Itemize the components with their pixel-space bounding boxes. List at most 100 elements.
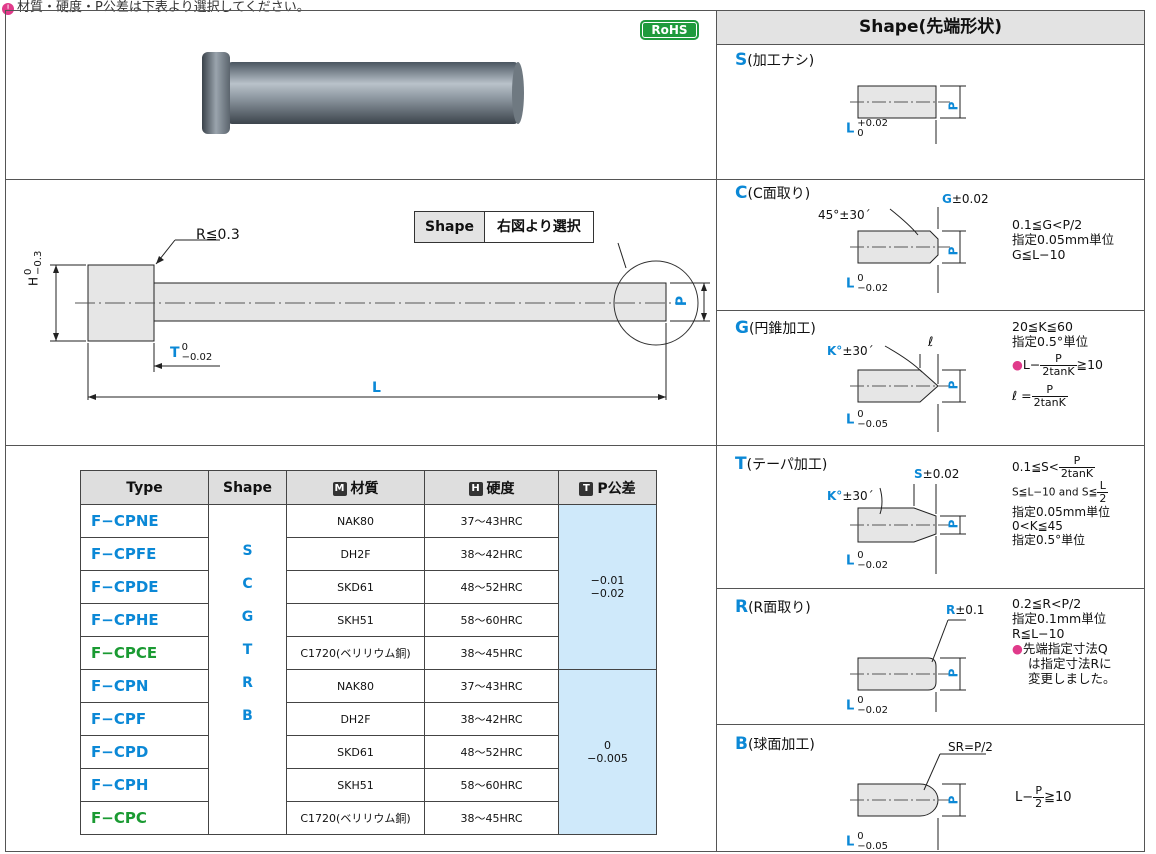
shape-c-l-upper: 0 (857, 273, 864, 284)
shape-g-k: K°±30´ (827, 344, 874, 358)
shape-t-p: P (946, 519, 961, 529)
shape-r-title: R(R面取り) (735, 597, 811, 617)
shape-g-k-label: K° (827, 344, 843, 358)
material-cell: DH2F (286, 702, 425, 736)
shape-t-cond-1-num: P (1073, 454, 1081, 467)
shape-c-title: C(C面取り) (735, 183, 810, 203)
shape-t-letter: T (735, 454, 747, 474)
col-hardness-label: 硬度 (486, 480, 515, 497)
shape-t-cond-2-pre: S≦L−10 and S≦ (1012, 486, 1098, 499)
type-cell: F−CPFE (80, 537, 209, 571)
shape-r-diagram (850, 619, 966, 712)
shape-r-note-3: 変更しました。 (1028, 671, 1116, 686)
p-tolerance-value: −0.005 (587, 752, 628, 765)
shape-r-note-1-text: 先端指定寸法Q (1022, 641, 1108, 656)
shape-t-l-lower: −0.02 (857, 560, 888, 571)
row-divider-1 (5, 179, 1145, 180)
type-cell: F−CPCE (80, 636, 209, 670)
shape-b-cond-den: 2 (1033, 797, 1045, 810)
row-divider-2 (5, 445, 1145, 446)
shape-b-diagram (850, 753, 986, 850)
hardness-cell: 38〜45HRC (424, 801, 559, 835)
hardness-cell: 58〜60HRC (424, 603, 559, 637)
shape-t-name: (テーパ加工) (746, 457, 828, 473)
p-tolerance-value: 0 (604, 739, 611, 752)
col-p-tolerance-label: P公差 (597, 480, 636, 497)
material-cell: SKD61 (286, 570, 425, 604)
shape-t-s-label: S (914, 467, 923, 481)
shape-b-l-lower: −0.05 (857, 841, 888, 852)
shape-b-name: (球面加工) (747, 737, 815, 753)
shape-box-value: 右図より選択 (497, 219, 581, 235)
row-divider-r (716, 588, 1144, 589)
shape-r-note-1: ●先端指定寸法Q (1012, 641, 1108, 656)
shape-code: B (242, 708, 253, 724)
type-cell: F−CPF (80, 702, 209, 736)
shape-g-cond-4-pre: ℓ = (1012, 388, 1032, 403)
hardness-cell: 38〜42HRC (424, 537, 559, 571)
shape-header: Shape(先端形状) (717, 11, 1144, 44)
shape-b-cond-pre: L− (1015, 790, 1034, 805)
shape-r-note-2: は指定寸法Rに (1028, 656, 1112, 671)
material-cell: DH2F (286, 537, 425, 571)
shape-g-letter: G (735, 318, 749, 338)
shape-s-l-lower: 0 (857, 128, 864, 139)
shape-c-g-tol: ±0.02 (951, 192, 989, 206)
shape-c-g: G±0.02 (942, 192, 989, 206)
l-label: L (372, 380, 381, 396)
shape-s-title: S(加工ナシ) (735, 50, 814, 70)
shape-s-name: (加工ナシ) (747, 53, 815, 69)
shape-g-cond-3-pre: L− (1022, 357, 1041, 372)
shape-c-diagram (850, 207, 966, 293)
hardness-cell: 48〜52HRC (424, 570, 559, 604)
shape-b-cond-num: P (1035, 784, 1042, 797)
shape-select-box: Shape 右図より選択 (414, 211, 594, 243)
shape-r-r-tol: ±0.1 (955, 603, 985, 617)
material-cell: SKH51 (286, 768, 425, 802)
h-label: H (26, 276, 41, 286)
material-cell: NAK80 (286, 504, 425, 538)
shape-b-l-upper: 0 (857, 831, 864, 842)
shape-t-k-label: K° (827, 489, 843, 503)
shape-g-cond-3-den: 2tanK (1040, 365, 1077, 378)
shape-r-r-label: R (946, 603, 956, 617)
p-tolerance-value: −0.02 (590, 587, 625, 600)
material-cell: NAK80 (286, 669, 425, 703)
shape-box-label: Shape (415, 212, 486, 242)
shape-g-l-upper: 0 (857, 409, 864, 420)
shape-g-cond-1: 20≦K≦60 (1012, 319, 1073, 334)
shape-t-s-tol: ±0.02 (922, 467, 960, 481)
p-tolerance-cell: −0.01−0.02 (558, 504, 657, 670)
shape-s-diagram (850, 85, 966, 144)
shape-b-sr: SR=P/2 (948, 740, 993, 754)
shape-c-angle: 45°±30´ (818, 208, 871, 222)
shape-c-cond-2: 指定0.05mm単位 (1012, 232, 1115, 247)
col-type: Type (80, 470, 209, 505)
t-label: T (170, 345, 180, 361)
shape-r-l-lower: −0.02 (857, 705, 888, 716)
shape-t-cond-3: 指定0.05mm単位 (1012, 505, 1111, 519)
tolerance-icon: T (579, 481, 594, 496)
material-cell: C1720(ベリリウム銅) (286, 801, 425, 835)
shape-c-name: (C面取り) (747, 186, 811, 202)
shape-c-cond-3: G≦L−10 (1012, 247, 1066, 262)
